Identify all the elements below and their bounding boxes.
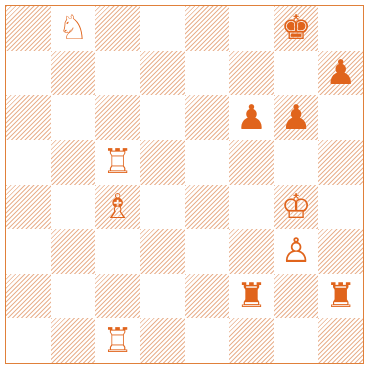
square-b5[interactable] — [51, 140, 96, 185]
white-pawn-g3-icon[interactable]: ♙ — [274, 229, 319, 274]
square-h1[interactable] — [318, 318, 363, 363]
square-g5[interactable] — [274, 140, 319, 185]
square-g3[interactable]: ♙ — [274, 229, 319, 274]
square-c4[interactable]: ♗ — [95, 185, 140, 230]
square-f1[interactable] — [229, 318, 274, 363]
square-d5[interactable] — [140, 140, 185, 185]
square-a3[interactable] — [6, 229, 51, 274]
square-d1[interactable] — [140, 318, 185, 363]
square-b8[interactable]: ♘ — [51, 6, 96, 51]
square-e7[interactable] — [185, 51, 230, 96]
square-e2[interactable] — [185, 274, 230, 319]
square-b1[interactable] — [51, 318, 96, 363]
square-c1[interactable]: ♖ — [95, 318, 140, 363]
square-a4[interactable] — [6, 185, 51, 230]
square-a6[interactable] — [6, 95, 51, 140]
square-f6[interactable]: ♟ — [229, 95, 274, 140]
square-d2[interactable] — [140, 274, 185, 319]
square-c5[interactable]: ♖ — [95, 140, 140, 185]
square-g6[interactable]: ♟ — [274, 95, 319, 140]
square-a5[interactable] — [6, 140, 51, 185]
square-c8[interactable] — [95, 6, 140, 51]
square-e8[interactable] — [185, 6, 230, 51]
square-a2[interactable] — [6, 274, 51, 319]
square-d8[interactable] — [140, 6, 185, 51]
square-h2[interactable]: ♜ — [318, 274, 363, 319]
square-b7[interactable] — [51, 51, 96, 96]
square-g8[interactable]: ♚ — [274, 6, 319, 51]
square-g4[interactable]: ♔ — [274, 185, 319, 230]
chess-board: ♘♚♟♟♟♖♗♔♙♜♜♖ — [5, 5, 364, 364]
square-g7[interactable] — [274, 51, 319, 96]
square-g1[interactable] — [274, 318, 319, 363]
square-h5[interactable] — [318, 140, 363, 185]
square-e6[interactable] — [185, 95, 230, 140]
square-f7[interactable] — [229, 51, 274, 96]
black-pawn-g6-icon[interactable]: ♟ — [274, 95, 319, 140]
square-b2[interactable] — [51, 274, 96, 319]
square-f4[interactable] — [229, 185, 274, 230]
square-f2[interactable]: ♜ — [229, 274, 274, 319]
square-d6[interactable] — [140, 95, 185, 140]
square-b3[interactable] — [51, 229, 96, 274]
white-bishop-c4-icon[interactable]: ♗ — [95, 185, 140, 230]
square-e4[interactable] — [185, 185, 230, 230]
square-d4[interactable] — [140, 185, 185, 230]
black-pawn-h7-icon[interactable]: ♟ — [318, 51, 363, 96]
square-h7[interactable]: ♟ — [318, 51, 363, 96]
square-c3[interactable] — [95, 229, 140, 274]
white-rook-c5-icon[interactable]: ♖ — [95, 140, 140, 185]
board-grid: ♘♚♟♟♟♖♗♔♙♜♜♖ — [6, 6, 363, 363]
square-g2[interactable] — [274, 274, 319, 319]
square-b6[interactable] — [51, 95, 96, 140]
white-rook-c1-icon[interactable]: ♖ — [95, 318, 140, 363]
black-pawn-f6-icon[interactable]: ♟ — [229, 95, 274, 140]
square-h6[interactable] — [318, 95, 363, 140]
square-d3[interactable] — [140, 229, 185, 274]
square-h3[interactable] — [318, 229, 363, 274]
square-a8[interactable] — [6, 6, 51, 51]
black-king-g8-icon[interactable]: ♚ — [274, 6, 319, 51]
square-c7[interactable] — [95, 51, 140, 96]
white-king-g4-icon[interactable]: ♔ — [274, 185, 319, 230]
white-knight-b8-icon[interactable]: ♘ — [51, 6, 96, 51]
square-b4[interactable] — [51, 185, 96, 230]
square-c6[interactable] — [95, 95, 140, 140]
square-a7[interactable] — [6, 51, 51, 96]
square-h8[interactable] — [318, 6, 363, 51]
square-c2[interactable] — [95, 274, 140, 319]
black-rook-f2-icon[interactable]: ♜ — [229, 274, 274, 319]
black-rook-h2-icon[interactable]: ♜ — [318, 274, 363, 319]
square-e1[interactable] — [185, 318, 230, 363]
square-e5[interactable] — [185, 140, 230, 185]
square-d7[interactable] — [140, 51, 185, 96]
square-h4[interactable] — [318, 185, 363, 230]
square-f8[interactable] — [229, 6, 274, 51]
square-f5[interactable] — [229, 140, 274, 185]
square-a1[interactable] — [6, 318, 51, 363]
square-f3[interactable] — [229, 229, 274, 274]
square-e3[interactable] — [185, 229, 230, 274]
